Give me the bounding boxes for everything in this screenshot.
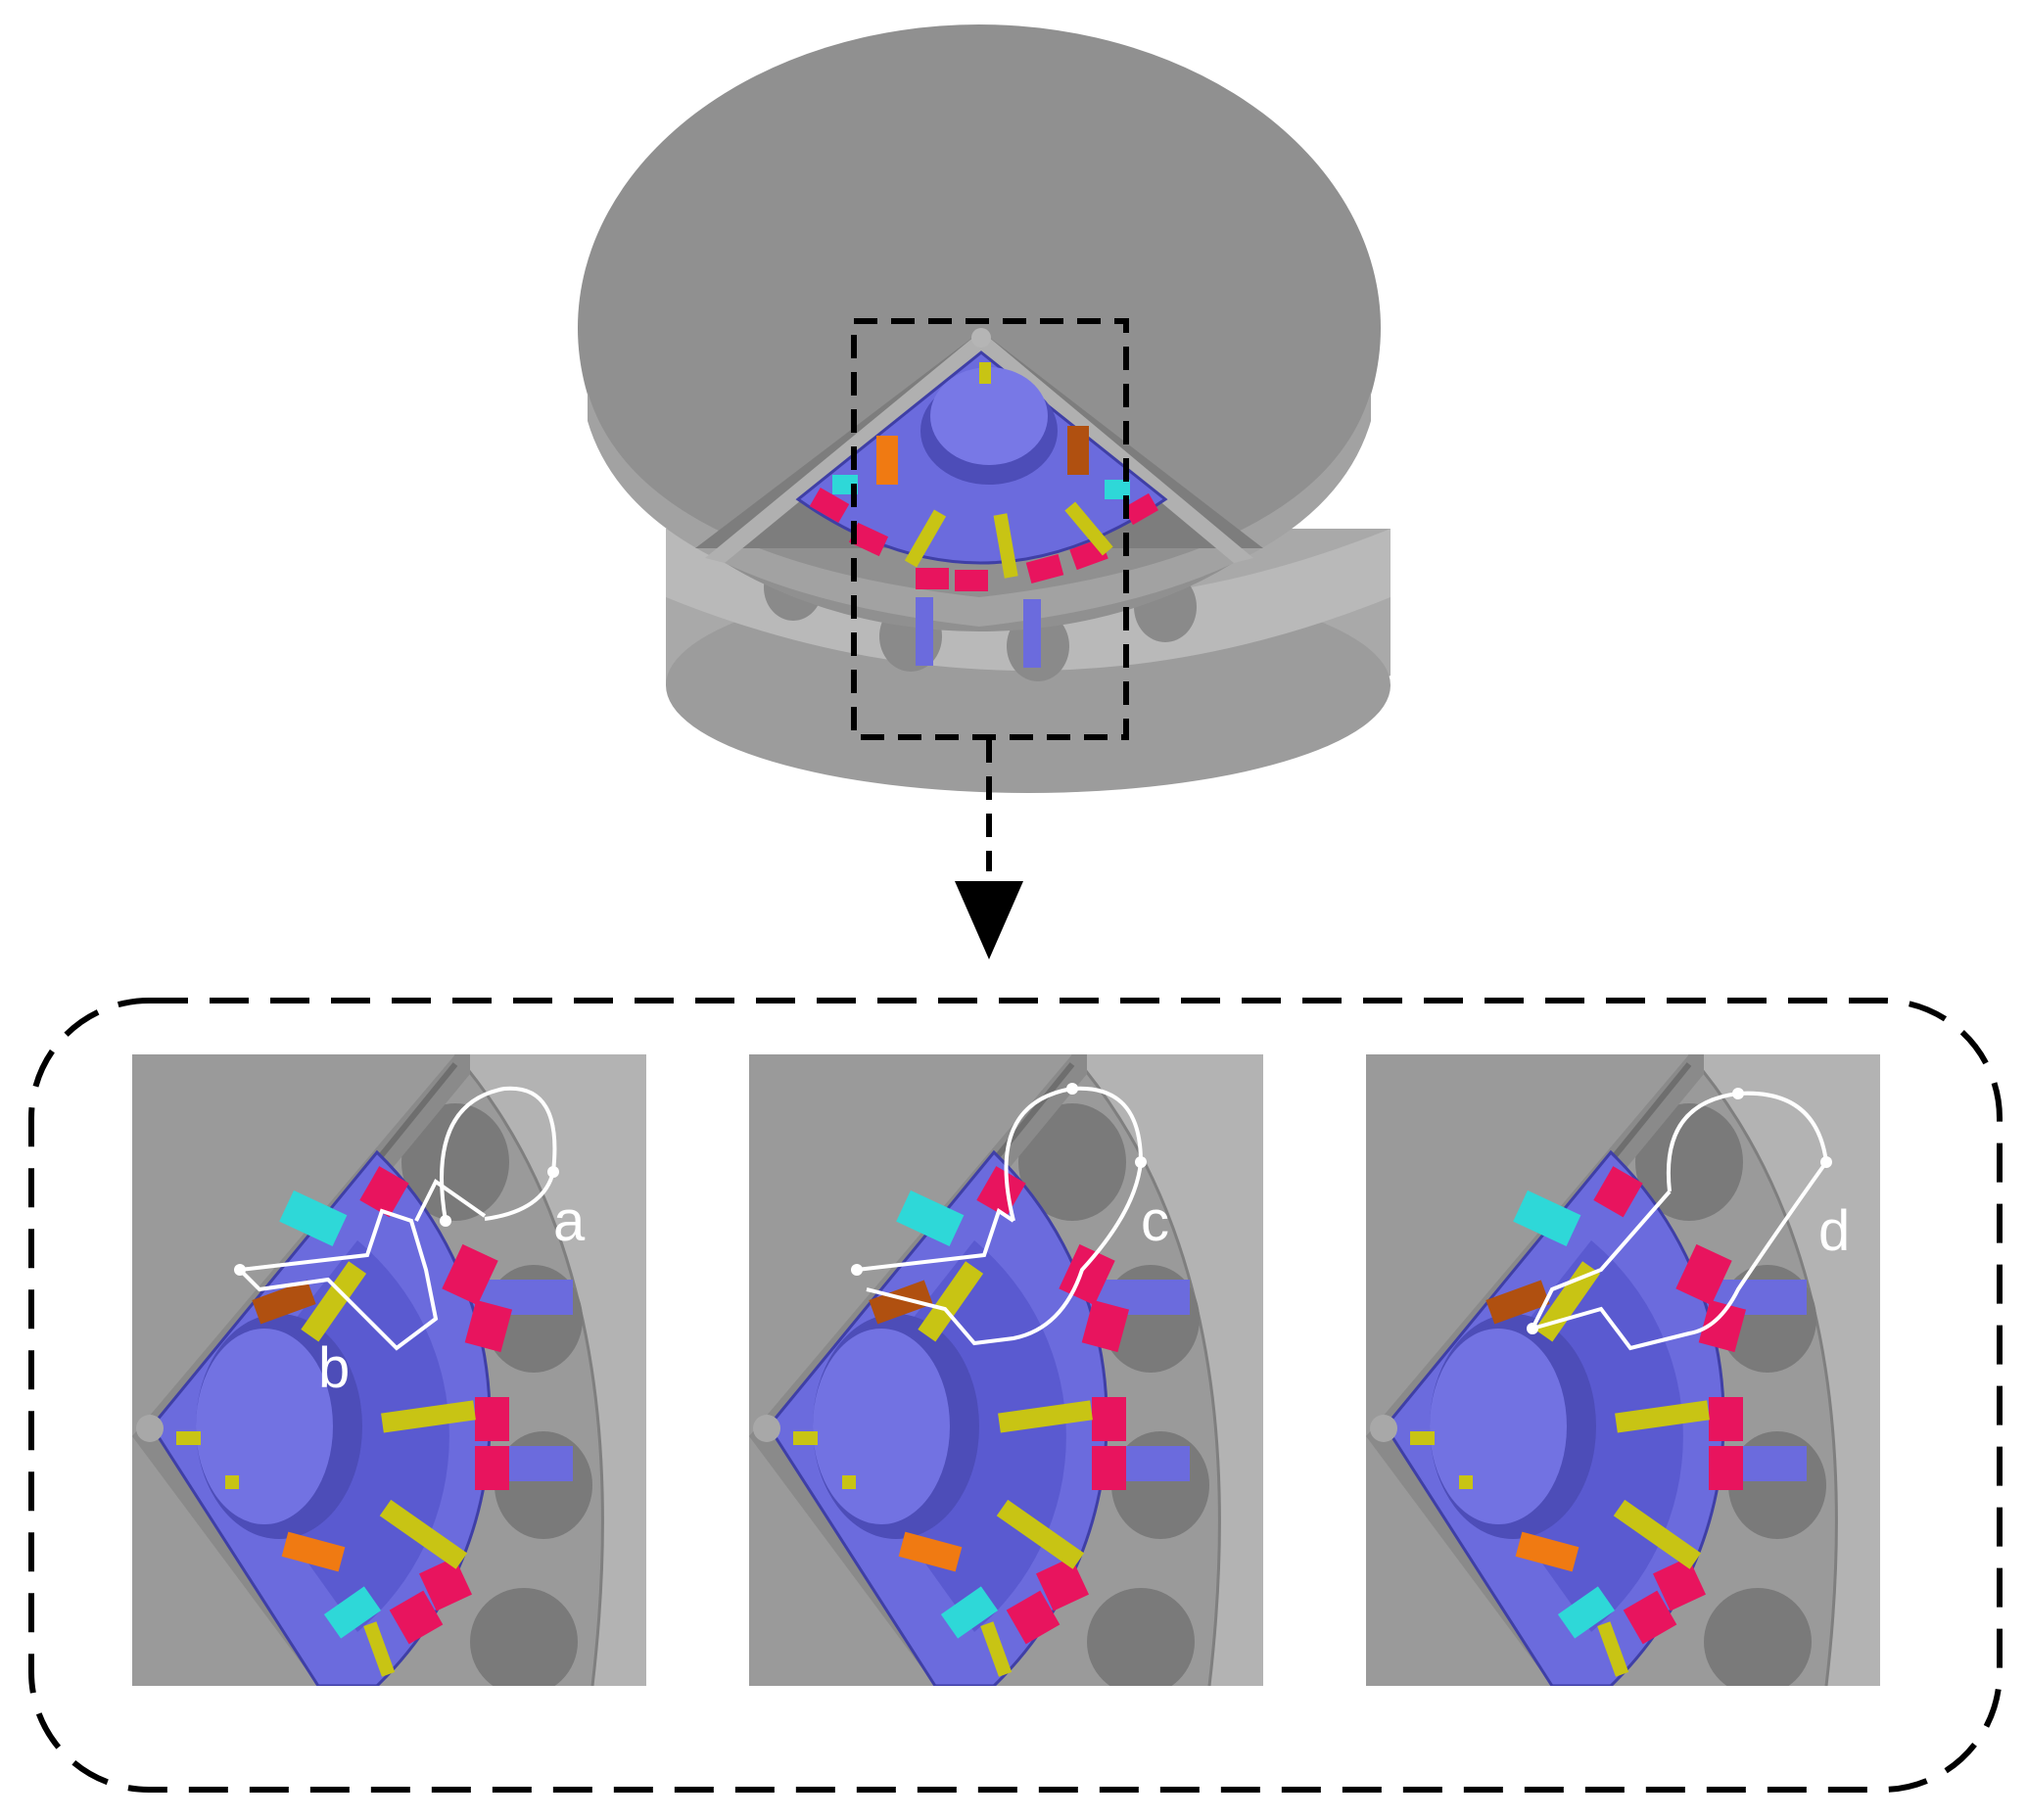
path-label-c: c (1141, 1190, 1169, 1253)
motor-assembly (578, 24, 1391, 793)
closeup-panel-3: d (1366, 1054, 1880, 1696)
orange-tooth (876, 436, 898, 485)
path-d (1529, 1091, 1829, 1351)
zoom-arrowhead (955, 881, 1023, 959)
path-a (440, 1086, 557, 1222)
path-label-a: a (553, 1190, 586, 1253)
path-b (235, 1208, 439, 1351)
housing-top-disc (578, 24, 1381, 631)
closeup-panel-1: a b (132, 1054, 646, 1696)
path-label-b: b (318, 1336, 350, 1400)
path-label-d: d (1818, 1199, 1850, 1263)
closeup-panel-2: c (749, 1054, 1263, 1696)
zoom-region-box (851, 318, 1129, 740)
closeup-group-frame (28, 998, 2003, 1793)
